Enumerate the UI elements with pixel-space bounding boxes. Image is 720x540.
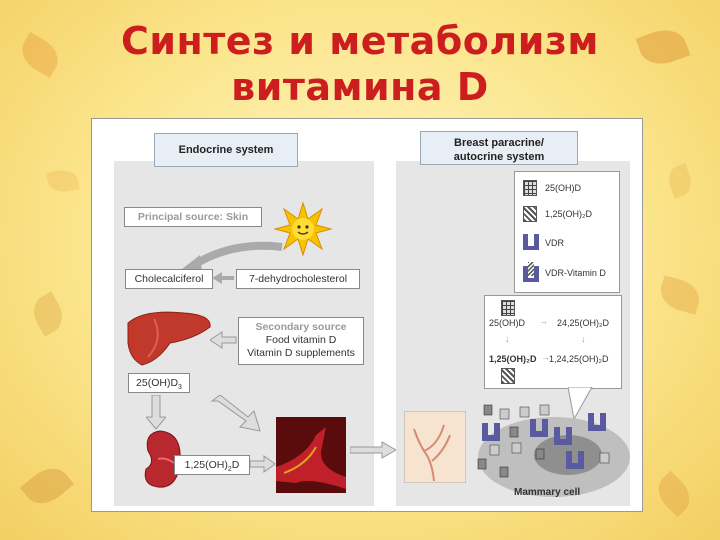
metab-125ohd: 1,25(OH)₂D xyxy=(489,354,537,364)
arrow-dehydro-to-chole xyxy=(212,271,236,285)
metab-arrow-right-1: → xyxy=(539,316,548,326)
liver-icon xyxy=(124,309,214,369)
breast-tab-line-1: Breast paracrine/ xyxy=(421,136,577,150)
vdr-receptor-icon xyxy=(521,232,541,252)
metab-25ohd: 25(OH)D xyxy=(489,318,525,328)
principal-source-box: Principal source: Skin xyxy=(124,207,262,227)
mammary-cell-label: Mammary cell xyxy=(514,487,580,498)
striped-cube-icon xyxy=(523,206,537,222)
dehydrocholesterol-box: 7-dehydrocholesterol xyxy=(236,269,360,289)
arrow-secondary-to-liver xyxy=(210,331,238,349)
metab-2425ohd: 24,25(OH)₂D xyxy=(557,318,609,328)
grid-cube-icon xyxy=(523,180,537,196)
metabolite-125ohd-box: 1,25(OH)2D xyxy=(174,455,250,475)
endocrine-tab-label: Endocrine system xyxy=(179,144,274,156)
slide-title: Синтез и метаболизм витамина D xyxy=(0,18,720,110)
arrow-sun-to-cholecalciferol xyxy=(172,239,292,273)
secondary-source-title: Secondary source xyxy=(239,321,363,334)
breast-metabolism-box: 25(OH)D → 24,25(OH)₂D ↓ ↓ 1,25(OH)₂D → 1… xyxy=(484,295,622,389)
secondary-source-supplements: Vitamin D supplements xyxy=(239,347,363,360)
metab-arrow-down-1: ↓ xyxy=(505,334,510,344)
arrow-to-breast xyxy=(350,441,398,459)
vdr-complex-icon xyxy=(521,260,541,284)
metabolite-25ohd3-label: 25(OH)D xyxy=(136,377,178,389)
endocrine-tab: Endocrine system xyxy=(154,133,298,167)
legend-vdr-vitamin-d: VDR-Vitamin D xyxy=(545,268,606,278)
metabolite-125ohd-label-a: 1,25(OH) xyxy=(185,459,228,471)
metab-arrow-down-2: ↓ xyxy=(581,334,586,344)
legend-125ohd: 1,25(OH)₂D xyxy=(545,209,592,219)
metabolite-25ohd3-sub: 3 xyxy=(178,384,182,391)
dehydrocholesterol-label: 7-dehydrocholesterol xyxy=(249,273,347,285)
metabolite-125ohd-label-b: D xyxy=(232,459,240,471)
secondary-source-box: Secondary source Food vitamin D Vitamin … xyxy=(238,317,364,365)
vitamin-d-diagram: Endocrine system Principal source: Skin … xyxy=(91,118,643,512)
arrow-to-bloodvessel xyxy=(208,395,266,435)
mammary-tissue-icon xyxy=(404,411,466,483)
metabolite-25ohd3-box: 25(OH)D3 xyxy=(128,373,190,393)
arrow-liver-to-kidney xyxy=(146,395,166,431)
legend-vdr: VDR xyxy=(545,238,564,248)
secondary-source-food: Food vitamin D xyxy=(239,334,363,347)
metab-12425ohd: 1,24,25(OH)₂D xyxy=(549,354,609,364)
arrow-kidney-to-vessel xyxy=(250,455,276,473)
striped-cube-icon xyxy=(501,368,515,384)
cholecalciferol-label: Cholecalciferol xyxy=(135,273,204,285)
title-line-1: Синтез и метаболизм xyxy=(0,18,720,64)
breast-tab: Breast paracrine/ autocrine system xyxy=(420,131,578,165)
principal-source-label: Principal source: Skin xyxy=(138,211,248,223)
breast-tab-line-2: autocrine system xyxy=(421,150,577,164)
blood-vessel-icon xyxy=(276,417,346,493)
legend-box: 25(OH)D 1,25(OH)₂D VDR VDR-Vitamin D xyxy=(514,171,620,293)
cholecalciferol-box: Cholecalciferol xyxy=(125,269,213,289)
grid-cube-icon xyxy=(501,300,515,316)
title-line-2: витамина D xyxy=(0,64,720,110)
legend-25ohd: 25(OH)D xyxy=(545,183,581,193)
